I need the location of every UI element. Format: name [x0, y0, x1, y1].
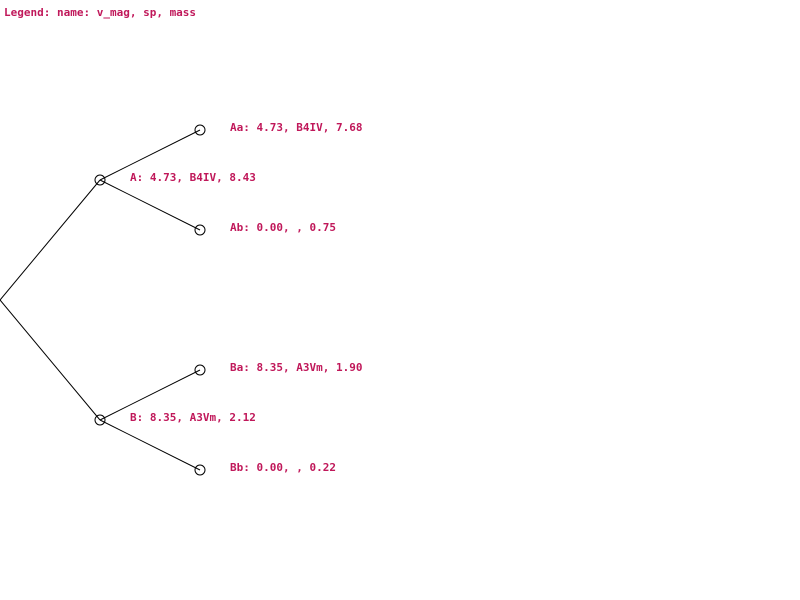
node-A: [94, 174, 106, 186]
node-Ba: [194, 364, 206, 376]
edge-A-to-Aa: [99, 129, 201, 181]
edge-A-to-Ab: [99, 179, 201, 231]
node-label-B: B: 8.35, A3Vm, 2.12: [130, 411, 256, 424]
node-label-Ba: Ba: 8.35, A3Vm, 1.90: [230, 361, 362, 374]
edge-root-to-A: [0, 179, 101, 301]
node-Bb: [194, 464, 206, 476]
node-label-Bb: Bb: 0.00, , 0.22: [230, 461, 336, 474]
legend-text: Legend: name: v_mag, sp, mass: [4, 6, 196, 19]
node-label-Ab: Ab: 0.00, , 0.75: [230, 221, 336, 234]
edge-root-to-B: [0, 299, 101, 421]
node-label-Aa: Aa: 4.73, B4IV, 7.68: [230, 121, 362, 134]
node-Ab: [194, 224, 206, 236]
node-B: [94, 414, 106, 426]
node-label-A: A: 4.73, B4IV, 8.43: [130, 171, 256, 184]
edge-B-to-Ba: [99, 369, 201, 421]
edge-B-to-Bb: [99, 419, 201, 471]
node-Aa: [194, 124, 206, 136]
